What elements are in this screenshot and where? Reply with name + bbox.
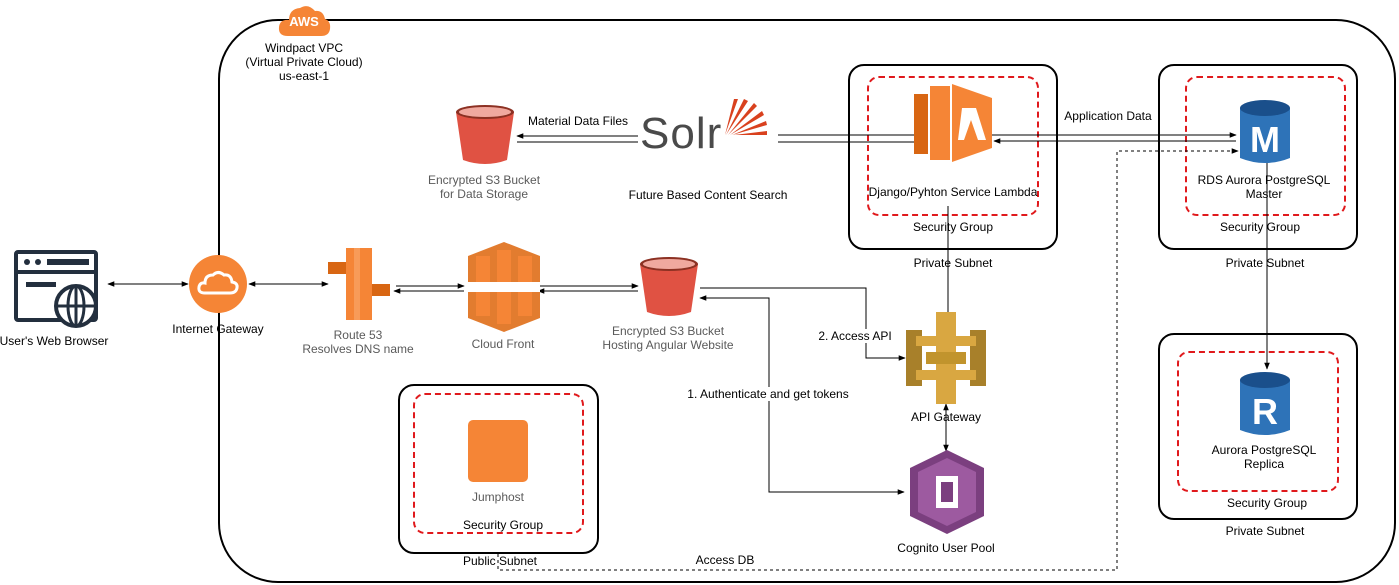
route53-label-2: Resolves DNS name bbox=[302, 342, 414, 356]
security-group-lambda-label: Security Group bbox=[912, 220, 994, 234]
api-gateway-label: API Gateway bbox=[910, 410, 982, 424]
solr-label: Future Based Content Search bbox=[628, 188, 788, 202]
rds-replica-letter: R bbox=[1252, 391, 1278, 432]
security-group-replica bbox=[1177, 351, 1339, 492]
vpc-region: us-east-1 bbox=[278, 69, 330, 83]
s3-data-label-1: Encrypted S3 Bucket bbox=[427, 173, 541, 187]
jumphost-instance-icon bbox=[468, 420, 528, 482]
security-group-lambda bbox=[867, 76, 1039, 216]
edge-label-material-data: Material Data Files bbox=[518, 114, 638, 128]
web-browser-icon bbox=[14, 250, 100, 328]
solr-sun-icon bbox=[722, 95, 770, 139]
aws-badge-text: AWS bbox=[289, 14, 319, 29]
edge-label-access-api: 2. Access API bbox=[810, 329, 900, 343]
private-subnet-replica bbox=[1158, 333, 1358, 520]
private-subnet-master bbox=[1158, 64, 1358, 250]
solr-logo-text: Solr bbox=[640, 109, 723, 158]
aws-cloud-icon: AWS bbox=[276, 2, 332, 38]
edge-access-db bbox=[497, 148, 1239, 571]
edge-label-authenticate: 1. Authenticate and get tokens bbox=[678, 387, 858, 401]
lambda-icon bbox=[914, 84, 992, 162]
browser-label: User's Web Browser bbox=[0, 334, 109, 348]
rds-replica-label-2: Replica bbox=[1243, 457, 1285, 471]
private-subnet-replica-label: Private Subnet bbox=[1225, 524, 1305, 538]
rds-replica-label-1: Aurora PostgreSQL bbox=[1211, 443, 1317, 457]
lambda-label: Django/Pyhton Service Lambda bbox=[868, 185, 1038, 199]
rds-replica-icon: R bbox=[1240, 372, 1290, 438]
rds-master-icon: M bbox=[1240, 100, 1290, 166]
internet-gateway-icon bbox=[188, 254, 248, 314]
cloudfront-icon bbox=[468, 242, 540, 332]
s3-data-bucket-icon bbox=[454, 104, 516, 166]
route53-label-1: Route 53 bbox=[333, 328, 383, 342]
private-subnet-lambda bbox=[848, 64, 1058, 250]
vpc-subtitle: (Virtual Private Cloud) bbox=[245, 55, 363, 69]
gateway-label: Internet Gateway bbox=[172, 322, 264, 336]
s3-web-label-2: Hosting Angular Website bbox=[602, 338, 734, 352]
rds-master-label-1: RDS Aurora PostgreSQL bbox=[1197, 173, 1331, 187]
public-subnet-label: Public Subnet bbox=[462, 554, 538, 568]
security-group-replica-label: Security Group bbox=[1226, 496, 1308, 510]
security-group-master-label: Security Group bbox=[1219, 220, 1301, 234]
cloudfront-label: Cloud Front bbox=[471, 337, 535, 351]
cognito-label: Cognito User Pool bbox=[897, 541, 995, 555]
jumphost-label: Jumphost bbox=[471, 490, 525, 504]
vpc-name: Windpact VPC bbox=[264, 41, 344, 55]
edge-label-access-db: Access DB bbox=[685, 553, 765, 567]
s3-web-label-1: Encrypted S3 Bucket bbox=[611, 324, 725, 338]
security-group-jumphost bbox=[413, 393, 584, 534]
private-subnet-master-label: Private Subnet bbox=[1225, 256, 1305, 270]
edge-label-application-data: Application Data bbox=[1058, 109, 1158, 123]
rds-master-letter: M bbox=[1250, 119, 1280, 160]
rds-master-label-2: Master bbox=[1245, 187, 1283, 201]
s3-web-bucket-icon bbox=[638, 256, 700, 318]
private-subnet-lambda-label: Private Subnet bbox=[913, 256, 993, 270]
route53-icon bbox=[328, 246, 390, 322]
security-group-master bbox=[1185, 76, 1346, 216]
cognito-icon bbox=[910, 450, 984, 534]
s3-data-label-2: for Data Storage bbox=[439, 187, 529, 201]
public-subnet bbox=[398, 384, 599, 554]
security-group-jumphost-label: Security Group bbox=[462, 518, 544, 532]
api-gateway-icon bbox=[906, 312, 986, 404]
